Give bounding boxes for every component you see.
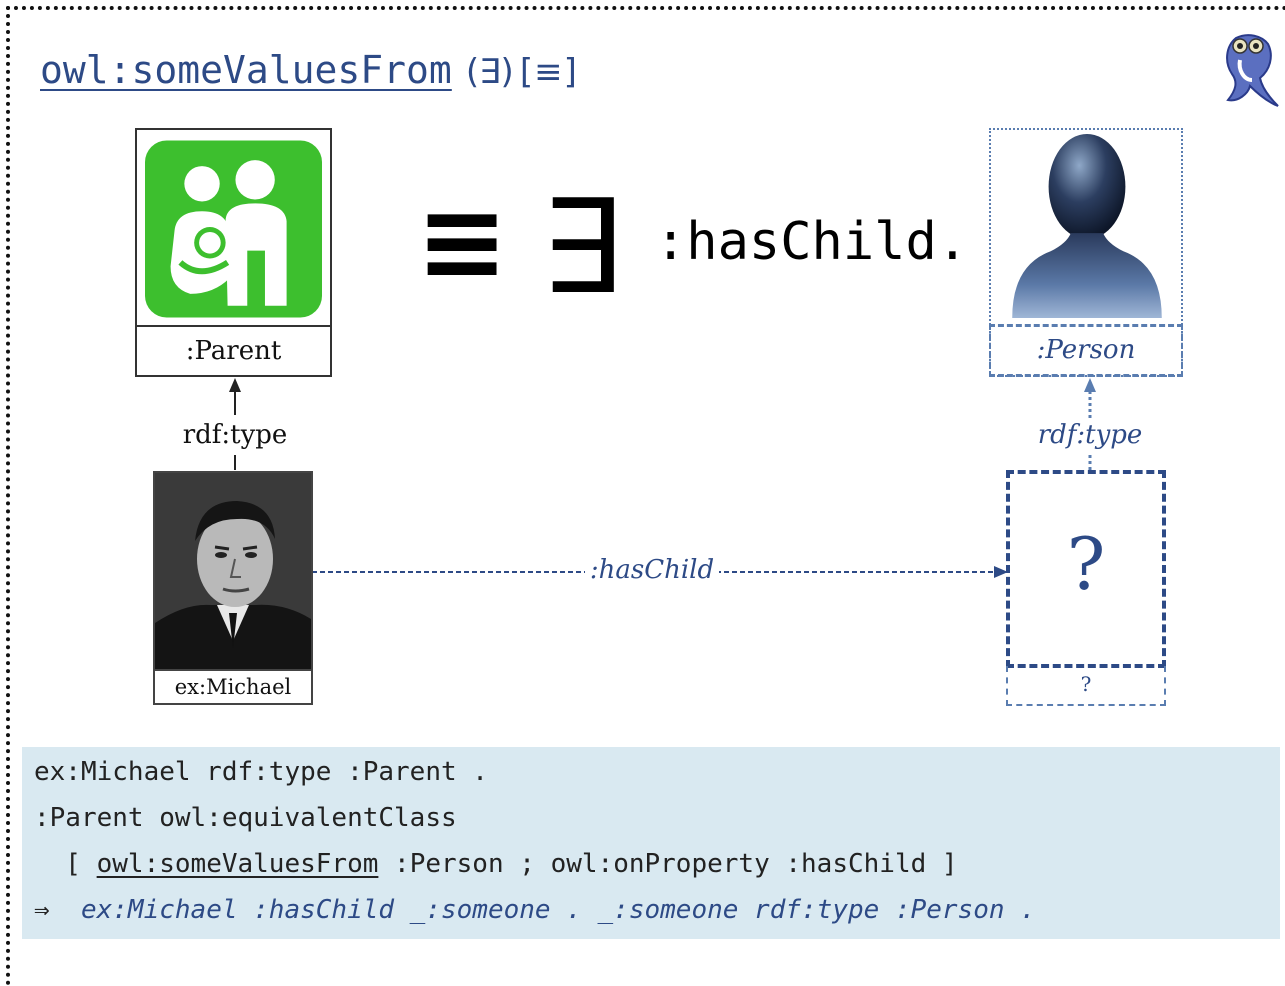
inference-text: ex:Michael :hasChild _:someone . _:someo… — [49, 895, 1036, 925]
code-line-2: :Parent owl:equivalentClass — [34, 803, 457, 833]
code-somevaluesfrom-link[interactable]: owl:someValuesFrom — [96, 849, 379, 879]
haschild-label: :hasChild — [585, 555, 719, 585]
exists-symbol: ∃ — [540, 171, 623, 323]
code-line-1: ex:Michael rdf:type :Parent . — [34, 757, 488, 787]
unknown-label: ? — [1080, 672, 1092, 696]
michael-node: ex:Michael — [153, 471, 313, 705]
code-line-3-open: [ — [34, 849, 97, 879]
parent-label: :Parent — [185, 336, 282, 366]
unknown-mark: ? — [1066, 522, 1106, 606]
right-type-label: rdf:type — [1037, 420, 1143, 450]
title-symbol: (∃) — [465, 52, 514, 92]
inference-arrow: ⇒ — [34, 895, 50, 925]
michael-label-box: ex:Michael — [153, 669, 313, 705]
michael-label: ex:Michael — [174, 675, 292, 699]
code-block: ex:Michael rdf:type :Parent . :Parent ow… — [22, 747, 1280, 939]
parent-family-icon — [145, 140, 322, 318]
code-line-3-rest: :Person ; owl:onProperty :hasChild ] — [378, 849, 958, 879]
code-line-3: [ owl:someValuesFrom :Person ; owl:onPro… — [34, 849, 958, 879]
code-line-4: ⇒ ex:Michael :hasChild _:someone . _:som… — [34, 895, 1036, 925]
title-link[interactable]: owl:someValuesFrom — [40, 48, 452, 92]
slide-frame — [6, 6, 1285, 986]
person-label-box: :Person — [989, 324, 1183, 377]
person-silhouette-icon — [1012, 134, 1162, 318]
person-label: :Person — [1036, 335, 1136, 365]
person-class-node: :Person — [989, 128, 1183, 377]
left-type-label: rdf:type — [182, 420, 288, 450]
equivalence-symbol: ≡ — [416, 177, 509, 305]
michael-photo — [155, 473, 311, 669]
unknown-node: ? — [1006, 470, 1166, 668]
title-flag: [≡] — [519, 52, 578, 92]
parent-class-node: :Parent — [135, 128, 332, 377]
unknown-label-box: ? — [1006, 666, 1166, 706]
slide-title: owl:someValuesFrom (∃)[≡] — [40, 48, 578, 98]
parent-label-box: :Parent — [135, 325, 332, 377]
owl-logo-icon — [1226, 34, 1279, 107]
formula-property: :hasChild. — [655, 212, 969, 272]
